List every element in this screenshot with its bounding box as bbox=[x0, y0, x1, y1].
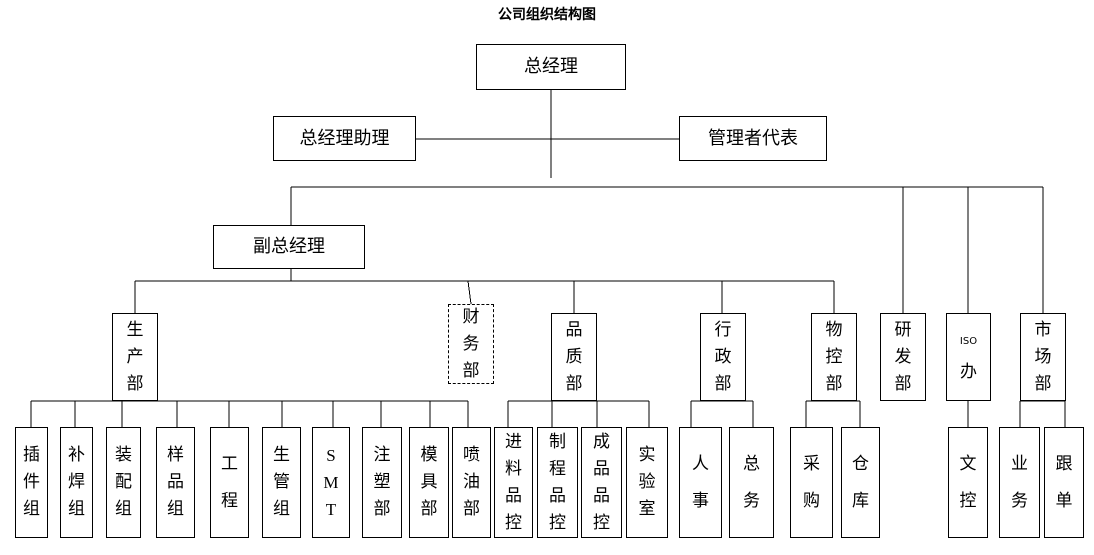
node-label: 市场部 bbox=[1034, 319, 1052, 394]
node-deputy-gm: 副总经理 bbox=[213, 225, 365, 269]
node-management-rep: 管理者代表 bbox=[679, 116, 827, 161]
node-mold-dept: 模具部 bbox=[409, 427, 449, 538]
node-admin-dept: 行政部 bbox=[700, 313, 746, 401]
node-spray-dept: 喷油部 bbox=[452, 427, 491, 538]
node-general-affairs: 总务 bbox=[729, 427, 774, 538]
node-hr: 人事 bbox=[679, 427, 722, 538]
node-label: 总经理助理 bbox=[299, 127, 390, 149]
node-finished-qc: 成品品控 bbox=[581, 427, 622, 538]
node-label: 装配组 bbox=[114, 445, 132, 519]
node-label: 进料品控 bbox=[504, 431, 522, 533]
node-label-char: 总 bbox=[742, 453, 760, 474]
node-label: 仓库 bbox=[850, 437, 870, 529]
node-finance-dept: 财务部 bbox=[448, 304, 494, 384]
node-label: 制程品控 bbox=[548, 431, 566, 533]
node-label: 品质部 bbox=[565, 319, 583, 394]
node-label: 行政部 bbox=[714, 319, 732, 394]
node-assembly-group: 装配组 bbox=[106, 427, 141, 538]
iso-label-bottom: 办 bbox=[959, 362, 977, 382]
node-label: 工程 bbox=[219, 437, 239, 529]
node-label-char: 库 bbox=[851, 491, 869, 512]
node-warehouse: 仓库 bbox=[841, 427, 880, 538]
node-label-char: 程 bbox=[220, 491, 238, 512]
node-label: 实验室 bbox=[638, 445, 656, 519]
node-label: 财务部 bbox=[462, 306, 480, 381]
node-label-char: 务 bbox=[742, 491, 760, 512]
node-lab: 实验室 bbox=[626, 427, 668, 538]
node-label: 插件组 bbox=[22, 445, 40, 519]
node-sales: 业务 bbox=[999, 427, 1040, 538]
node-purchasing: 采购 bbox=[790, 427, 833, 538]
node-label: 喷油部 bbox=[462, 445, 480, 519]
node-label-char: 工 bbox=[220, 453, 238, 474]
node-market-dept: 市场部 bbox=[1020, 313, 1066, 401]
node-label-char: 采 bbox=[802, 453, 820, 474]
node-repair-weld-group: 补焊组 bbox=[60, 427, 93, 538]
node-label-char: 跟 bbox=[1055, 453, 1073, 474]
node-gm-assistant: 总经理助理 bbox=[273, 116, 416, 161]
node-follow-up: 跟单 bbox=[1044, 427, 1084, 538]
node-production-dept: 生产部 bbox=[112, 313, 158, 401]
node-label-char: 业 bbox=[1010, 453, 1028, 474]
node-incoming-qc: 进料品控 bbox=[494, 427, 533, 538]
node-smt: SMT bbox=[312, 427, 350, 538]
node-iso-office: ISO 办 bbox=[946, 313, 991, 401]
node-label: 生管组 bbox=[272, 445, 290, 519]
node-label: 副总经理 bbox=[253, 236, 325, 257]
node-general-manager: 总经理 bbox=[476, 44, 626, 90]
chart-title: 公司组织结构图 bbox=[498, 7, 596, 23]
node-label: 总务 bbox=[741, 437, 761, 529]
node-label: 补焊组 bbox=[67, 445, 85, 519]
node-label-char: 单 bbox=[1055, 491, 1073, 512]
node-sample-group: 样品组 bbox=[156, 427, 195, 538]
node-label: 管理者代表 bbox=[708, 127, 798, 149]
node-logistics-dept: 物控部 bbox=[811, 313, 857, 401]
node-label: SMT bbox=[323, 446, 339, 519]
iso-label-top: ISO bbox=[959, 336, 978, 347]
node-label-char: 人 bbox=[691, 453, 709, 474]
node-label-char: 控 bbox=[959, 491, 977, 512]
node-label: 生产部 bbox=[126, 319, 144, 394]
node-label-char: 务 bbox=[1010, 491, 1028, 512]
node-process-qc: 制程品控 bbox=[537, 427, 578, 538]
node-insert-group: 插件组 bbox=[15, 427, 48, 538]
node-quality-dept: 品质部 bbox=[551, 313, 597, 401]
connector-line bbox=[467, 280, 472, 305]
node-label: ISO 办 bbox=[958, 322, 978, 392]
node-doc-control: 文控 bbox=[948, 427, 988, 538]
node-label: 样品组 bbox=[166, 445, 184, 519]
node-label: 模具部 bbox=[420, 445, 438, 519]
node-label: 跟单 bbox=[1054, 437, 1074, 529]
node-label: 人事 bbox=[690, 437, 710, 529]
node-label: 采购 bbox=[801, 437, 821, 529]
node-label: 物控部 bbox=[825, 319, 843, 394]
node-label: 成品品控 bbox=[592, 431, 610, 533]
node-label-char: 购 bbox=[802, 491, 820, 512]
node-label: 文控 bbox=[958, 437, 978, 529]
node-label: 研发部 bbox=[894, 319, 912, 394]
node-label: 注塑部 bbox=[373, 445, 391, 519]
node-engineering: 工程 bbox=[210, 427, 249, 538]
node-label: 业务 bbox=[1009, 437, 1029, 529]
node-label-char: 事 bbox=[691, 491, 709, 512]
node-label-char: 仓 bbox=[851, 453, 869, 474]
node-rnd-dept: 研发部 bbox=[880, 313, 926, 401]
node-label: 总经理 bbox=[524, 56, 578, 77]
node-injection-dept: 注塑部 bbox=[362, 427, 402, 538]
node-label-char: 文 bbox=[959, 453, 977, 474]
node-production-mgmt-group: 生管组 bbox=[262, 427, 301, 538]
